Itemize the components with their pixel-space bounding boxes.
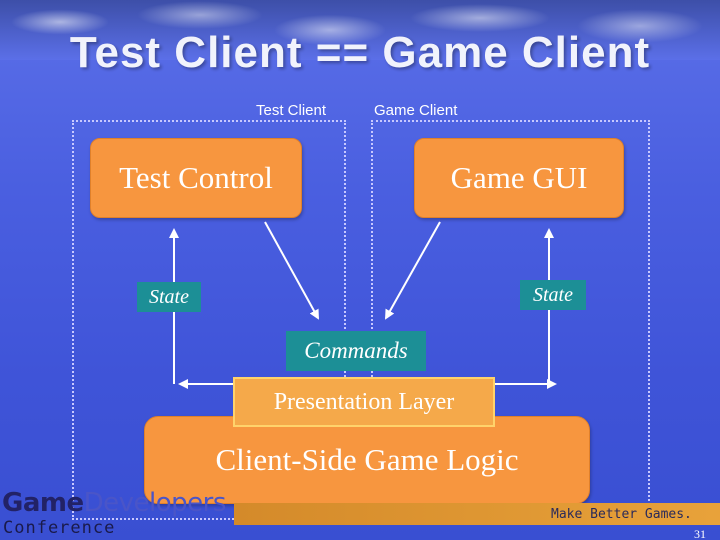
logo-conference-text: Conference	[3, 518, 116, 538]
gdc-logo: GameDevelopers	[2, 488, 226, 518]
logo-developers-text: Developers	[83, 488, 227, 518]
game-gui-box: Game GUI	[414, 138, 624, 218]
presentation-layer-box: Presentation Layer	[233, 377, 495, 427]
test-client-label: Test Client	[256, 102, 327, 119]
page-number: 31	[694, 527, 706, 540]
arrow-game-gui-to-commands	[385, 221, 441, 320]
footer-motto: Make Better Games.	[551, 507, 692, 522]
arrow-test-control-to-commands	[264, 221, 319, 320]
state-left-label: State	[137, 282, 201, 312]
footer-strip	[234, 503, 720, 525]
slide-title: Test Client == Game Client	[69, 28, 651, 77]
state-right-label: State	[520, 280, 586, 310]
cloud-banner	[0, 0, 720, 60]
game-client-label: Game Client	[374, 102, 458, 119]
logo-game-text: Game	[2, 488, 84, 518]
test-client-frame	[72, 120, 346, 520]
commands-label: Commands	[286, 331, 426, 371]
test-control-box: Test Control	[90, 138, 302, 218]
